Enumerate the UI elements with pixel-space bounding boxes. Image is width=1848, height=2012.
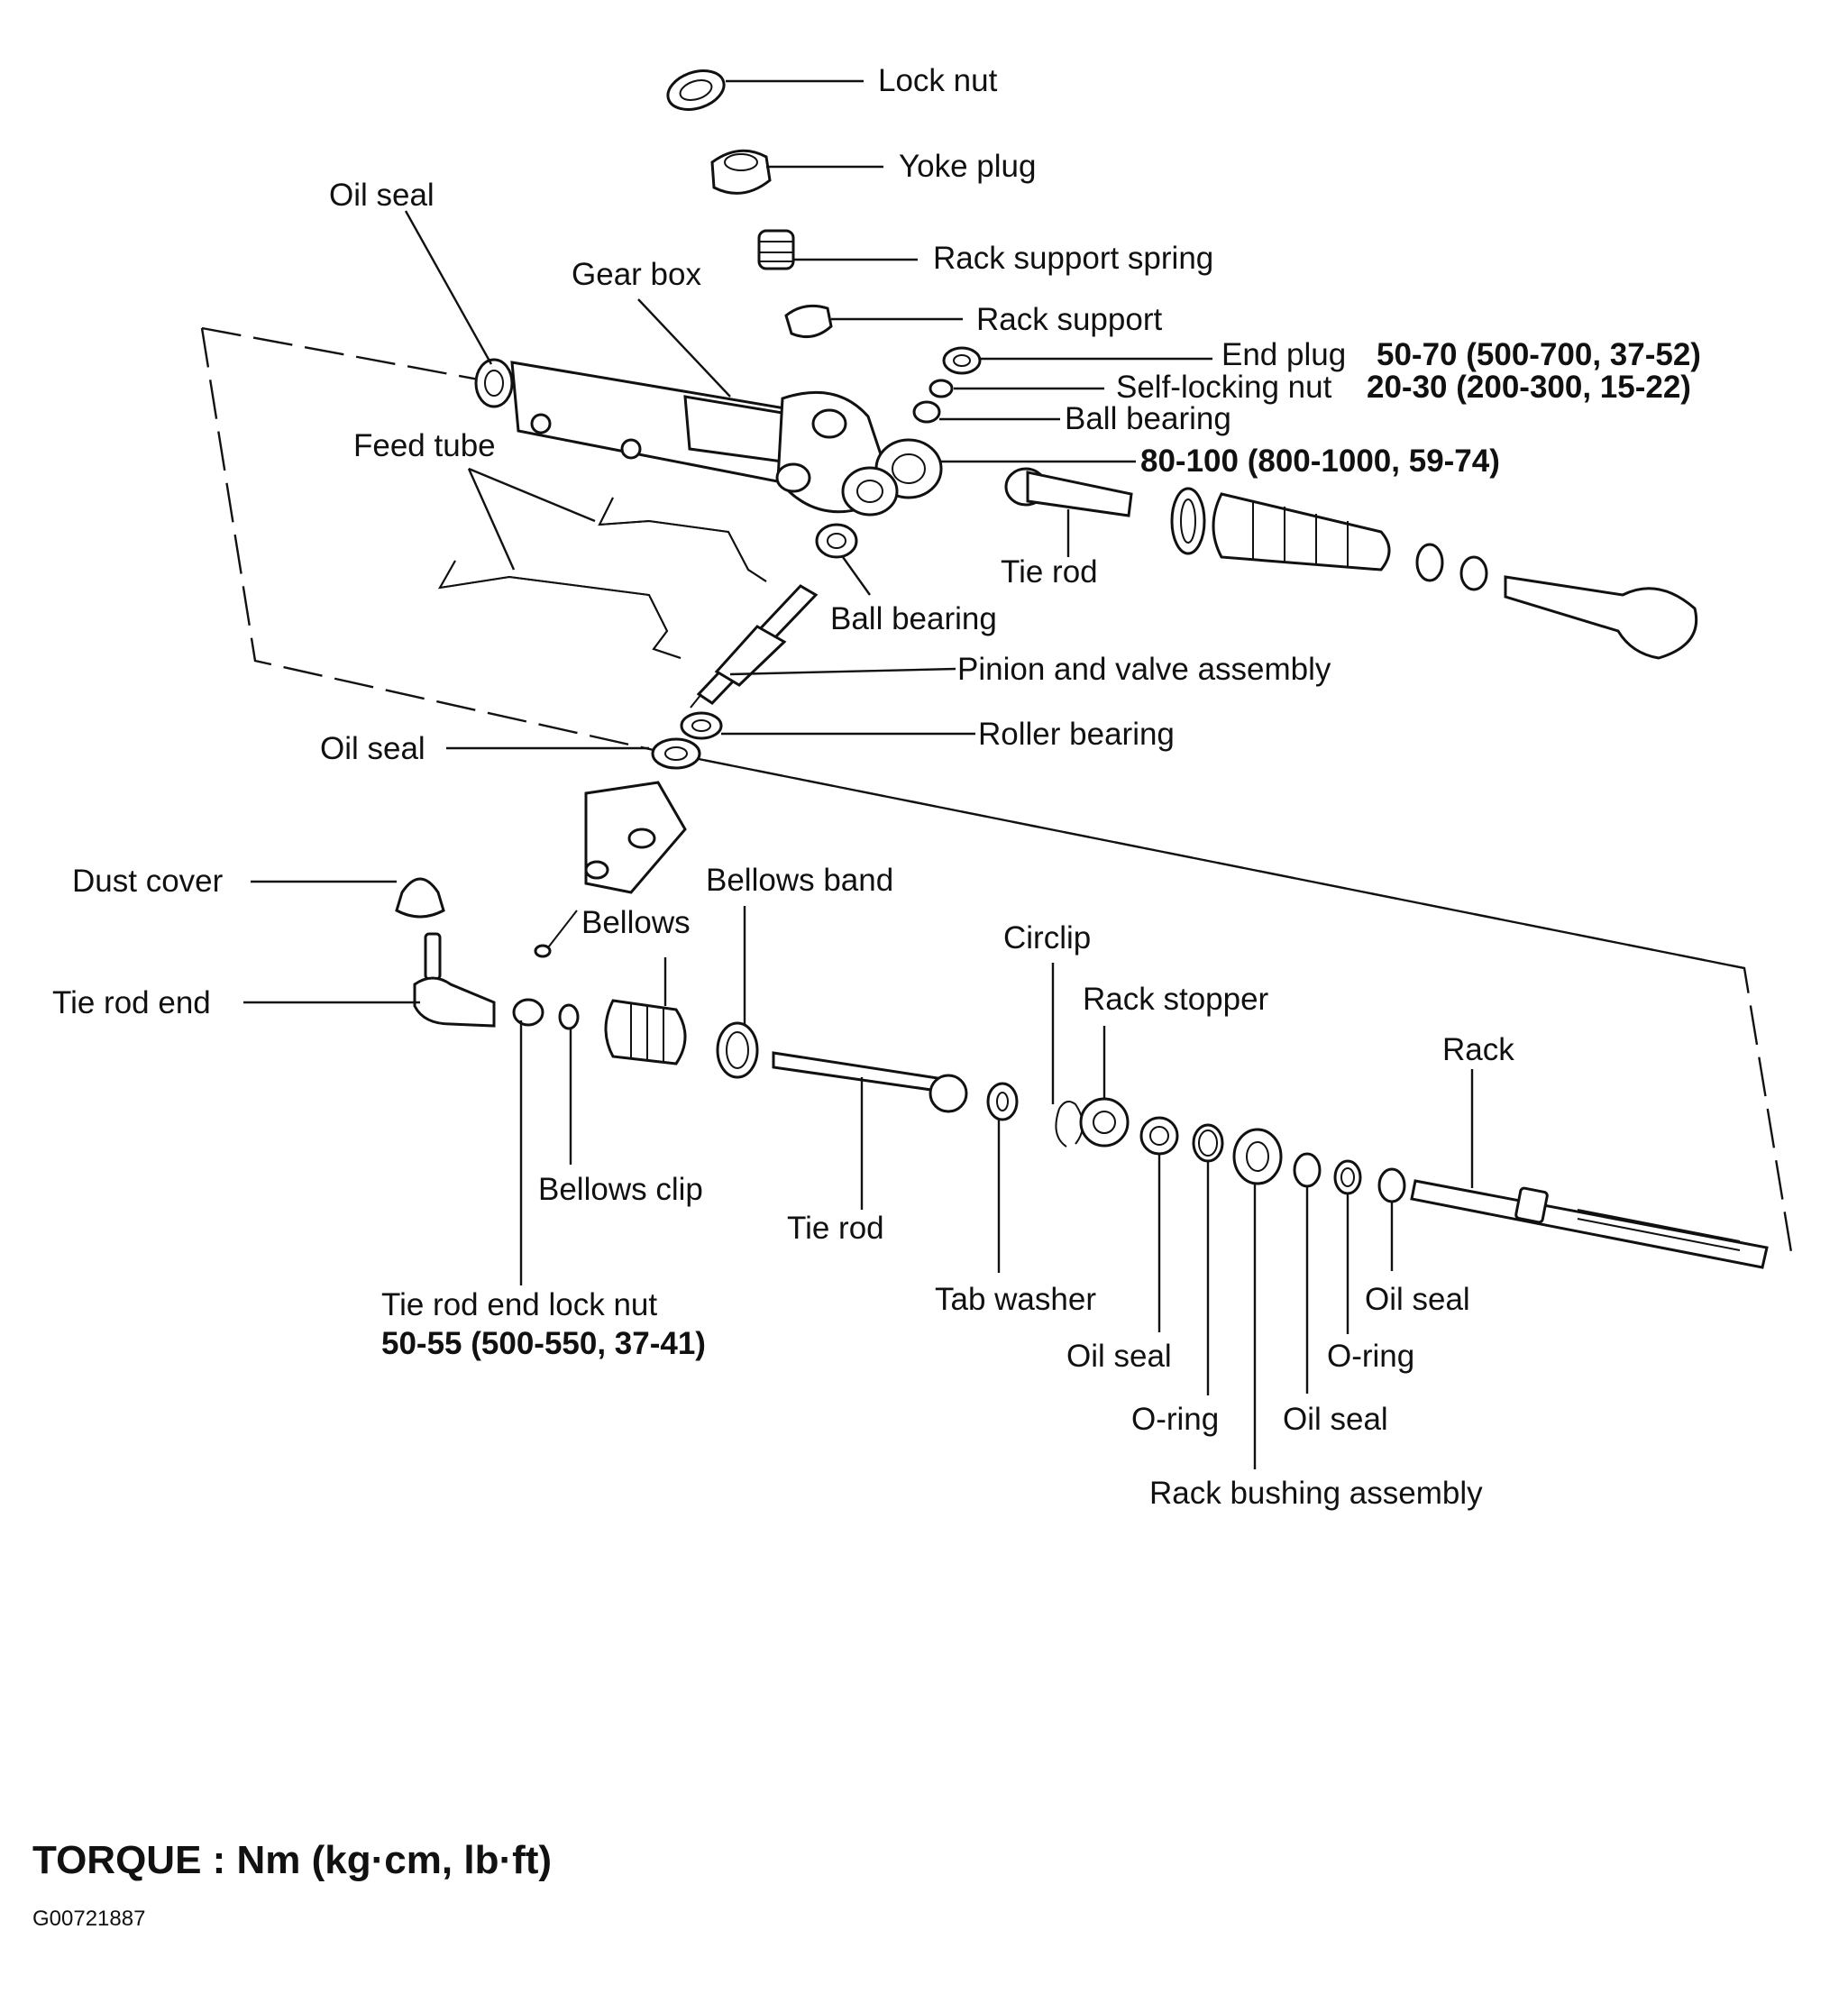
assembly-boundary-lower: [653, 748, 1794, 1258]
tie-rod-lower-part: [772, 1051, 968, 1113]
label-oil-seal-far-right: Oil seal: [1365, 1282, 1470, 1317]
label-ball-bearing-upper: Ball bearing: [1065, 401, 1231, 436]
bellows-band-part: [716, 1021, 759, 1079]
roller-bearing-part: [680, 711, 723, 740]
label-circlip: Circlip: [1003, 920, 1091, 956]
bellows-part: [604, 999, 687, 1065]
label-tie-rod-end: Tie rod end: [52, 985, 211, 1020]
label-bellows: Bellows: [581, 905, 691, 940]
label-yoke-plug: Yoke plug: [899, 149, 1036, 184]
label-rack-support: Rack support: [976, 302, 1162, 337]
label-rack-bushing: Rack bushing assembly: [1149, 1476, 1483, 1511]
label-rack-stopper: Rack stopper: [1083, 982, 1269, 1017]
rack-support-spring-part: [757, 229, 795, 270]
label-o-ring-b: O-ring: [1131, 1402, 1219, 1437]
bellows-band-upper-part: [1170, 487, 1206, 555]
oil-seal-top-part: [474, 358, 514, 408]
label-bellows-clip: Bellows clip: [538, 1172, 703, 1207]
label-feed-tube: Feed tube: [353, 428, 496, 463]
label-tie-rod-lower: Tie rod: [787, 1211, 884, 1246]
label-oil-seal-mid: Oil seal: [320, 731, 425, 766]
tie-rod-end-lock-nut-upper-part: [1459, 555, 1488, 591]
valve-housing-part: [534, 781, 687, 958]
torque-tie-rod-end-lock-nut: 50-55 (500-550, 37-41): [381, 1326, 706, 1361]
label-bellows-band: Bellows band: [706, 863, 893, 898]
label-lock-nut: Lock nut: [878, 63, 998, 98]
label-end-plug: End plug: [1221, 337, 1346, 372]
label-rack-support-spring: Rack support spring: [933, 241, 1213, 276]
label-ball-bearing-lower: Ball bearing: [830, 601, 997, 636]
feed-tube-part: [438, 497, 767, 659]
ball-bearing-upper-part: [912, 400, 941, 424]
o-ring-b-part: [1192, 1123, 1224, 1163]
tie-rod-end-part: [413, 932, 496, 1028]
label-tab-washer: Tab washer: [935, 1282, 1096, 1317]
dust-cover-part: [395, 877, 445, 919]
assembly-boundary: [200, 326, 1745, 970]
label-oil-seal-b: Oil seal: [1066, 1339, 1172, 1374]
self-locking-nut-part: [929, 379, 954, 398]
torque-units-legend: TORQUE : Nm (kg·cm, lb·ft): [32, 1838, 552, 1882]
label-self-locking-nut: Self-locking nut: [1116, 370, 1332, 405]
label-oil-seal-c: Oil seal: [1283, 1402, 1388, 1437]
bellows-upper-part: [1212, 492, 1391, 572]
lock-nut-part: [666, 69, 726, 111]
bellows-clip-upper-part: [1415, 543, 1444, 582]
torque-tie-rod: 80-100 (800-1000, 59-74): [1140, 444, 1500, 479]
torque-self-locking-nut: 20-30 (200-300, 15-22): [1367, 370, 1691, 405]
bellows-clip-part: [558, 1003, 580, 1030]
oil-seal-right-part: [1139, 1116, 1179, 1156]
rack-bushing-part: [1232, 1128, 1283, 1185]
tie-rod-upper-part: [1004, 467, 1133, 517]
figure-code: G00721887: [32, 1907, 145, 1931]
label-gear-box: Gear box: [572, 257, 701, 292]
gear-box-part: [510, 361, 943, 517]
label-tie-rod-upper: Tie rod: [1001, 554, 1098, 590]
rack-part: [1410, 1179, 1769, 1269]
oil-seal-far-right-part: [1377, 1167, 1406, 1203]
label-roller-bearing: Roller bearing: [978, 717, 1175, 752]
tie-rod-end-lock-nut-part: [512, 998, 544, 1027]
rack-support-part: [784, 304, 833, 339]
tie-rod-end-upper-part: [1504, 575, 1698, 660]
o-ring-right-part: [1333, 1159, 1362, 1195]
oil-seal-mid-part: [651, 737, 701, 770]
pinion-valve-part: [690, 584, 819, 709]
label-pinion-valve: Pinion and valve assembly: [957, 652, 1331, 687]
end-plug-part: [942, 346, 982, 375]
label-dust-cover: Dust cover: [72, 864, 224, 899]
rack-stopper-part: [1079, 1097, 1130, 1148]
oil-seal-c-part: [1293, 1152, 1322, 1188]
ball-bearing-lower-part: [815, 523, 858, 559]
label-rack: Rack: [1442, 1032, 1514, 1067]
label-oil-seal-top: Oil seal: [329, 178, 435, 213]
leader-lines: [243, 79, 1474, 1469]
torque-end-plug: 50-70 (500-700, 37-52): [1377, 337, 1701, 372]
yoke-plug-part: [710, 149, 772, 195]
circlip-part: [1055, 1100, 1084, 1148]
tab-washer-part: [986, 1082, 1019, 1121]
label-tie-rod-end-lock-nut: Tie rod end lock nut: [381, 1287, 657, 1322]
label-o-ring-right: O-ring: [1327, 1339, 1414, 1374]
